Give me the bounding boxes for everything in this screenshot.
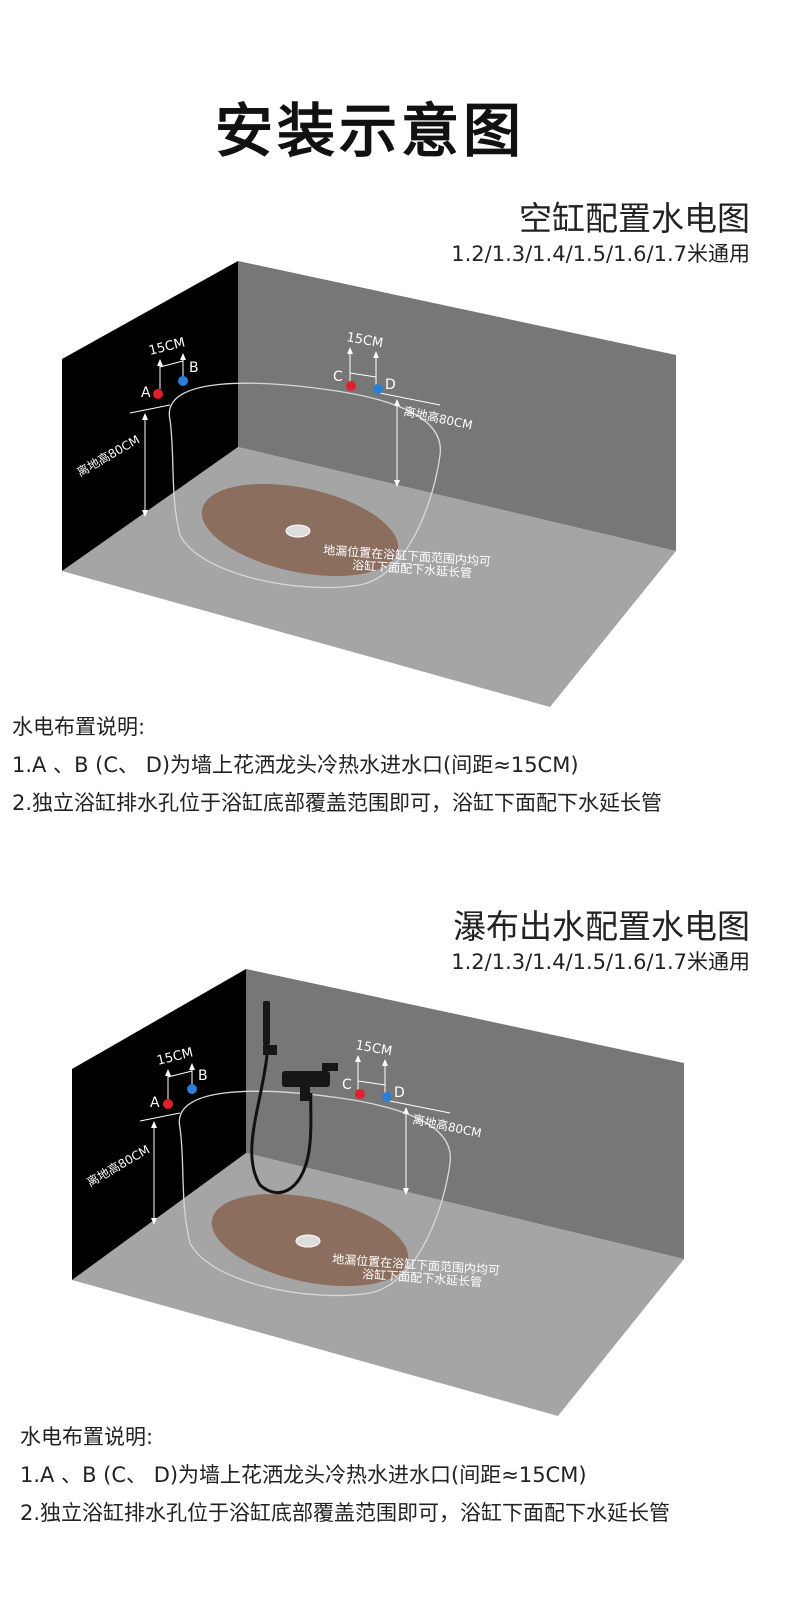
left-wall bbox=[62, 261, 238, 571]
hot-water-inlet-a bbox=[153, 389, 163, 399]
section2-title: 瀑布出水配置水电图 bbox=[453, 907, 750, 946]
right-spacing-label: 15CM bbox=[354, 1038, 393, 1059]
section2-diagram-svg: A B C D 15CM 15CM 离地高80CM 离地高80CM 地漏位置在浴… bbox=[72, 969, 684, 1416]
page-title: 安装示意图 bbox=[214, 97, 525, 165]
label-b: B bbox=[198, 1068, 208, 1084]
section1-title: 空缸配置水电图 bbox=[519, 199, 750, 238]
hot-water-inlet-a bbox=[163, 1099, 173, 1109]
hot-water-inlet-c bbox=[346, 381, 356, 391]
notes-title: 水电布置说明: bbox=[12, 715, 146, 739]
label-d: D bbox=[385, 377, 396, 393]
note-line-1: 1.A 、B (C、 D)为墙上花洒龙头冷热水进水口(间距≈15CM) bbox=[20, 1463, 587, 1487]
cold-water-inlet-b bbox=[178, 376, 188, 386]
left-dimension-lines bbox=[129, 351, 441, 513]
section2-subtitle: 1.2/1.3/1.4/1.5/1.6/1.7米通用 bbox=[451, 950, 750, 974]
section1-notes: 水电布置说明: 1.A 、B (C、 D)为墙上花洒龙头冷热水进水口(间距≈15… bbox=[12, 708, 662, 822]
handle-bracket bbox=[263, 1045, 277, 1055]
note-line-1: 1.A 、B (C、 D)为墙上花洒龙头冷热水进水口(间距≈15CM) bbox=[12, 753, 579, 777]
label-a: A bbox=[150, 1095, 160, 1111]
back-wall bbox=[238, 261, 676, 551]
section1-diagram: A B C D 15CM 15CM 离地高80CM 离地高80CM 地漏位置在浴… bbox=[0, 255, 790, 735]
faucet-body bbox=[282, 1071, 330, 1087]
waterfall-faucet-set bbox=[250, 1001, 338, 1195]
bathtub-outline bbox=[178, 1090, 451, 1297]
section2-diagram: A B C D 15CM 15CM 离地高80CM 离地高80CM 地漏位置在浴… bbox=[0, 963, 790, 1443]
shower-handle bbox=[263, 1001, 270, 1045]
section1-diagram-svg: A B C D 15CM 15CM 离地高80CM 离地高80CM 地漏位置在浴… bbox=[62, 261, 676, 707]
arrow-heads bbox=[142, 347, 400, 517]
drain-hole bbox=[295, 1234, 321, 1248]
label-c: C bbox=[333, 369, 343, 385]
left-wall bbox=[72, 969, 246, 1280]
cold-water-inlet-d bbox=[373, 384, 383, 394]
note-line-2: 2.独立浴缸排水孔位于浴缸底部覆盖范围即可，浴缸下面配下水延长管 bbox=[20, 1501, 671, 1525]
section1-subtitle: 1.2/1.3/1.4/1.5/1.6/1.7米通用 bbox=[451, 242, 750, 266]
label-d: D bbox=[394, 1085, 405, 1101]
faucet-lever bbox=[322, 1063, 338, 1071]
label-b: B bbox=[189, 360, 199, 376]
shower-hose bbox=[250, 1054, 313, 1195]
notes-title: 水电布置说明: bbox=[20, 1425, 154, 1449]
drain-hole bbox=[285, 524, 311, 538]
arrow-heads bbox=[151, 1055, 409, 1225]
right-spacing-label: 15CM bbox=[345, 330, 384, 351]
bathtub-outline bbox=[168, 382, 441, 589]
label-a: A bbox=[141, 385, 151, 401]
cold-water-inlet-b bbox=[187, 1084, 197, 1094]
back-wall bbox=[246, 969, 684, 1259]
label-c: C bbox=[342, 1077, 352, 1093]
section2-notes: 水电布置说明: 1.A 、B (C、 D)为墙上花洒龙头冷热水进水口(间距≈15… bbox=[20, 1418, 670, 1532]
faucet-spout bbox=[300, 1087, 310, 1101]
cold-water-inlet-d bbox=[382, 1092, 392, 1102]
note-line-2: 2.独立浴缸排水孔位于浴缸底部覆盖范围即可，浴缸下面配下水延长管 bbox=[12, 791, 663, 815]
dimension-lines bbox=[139, 1059, 451, 1221]
hot-water-inlet-c bbox=[355, 1089, 365, 1099]
